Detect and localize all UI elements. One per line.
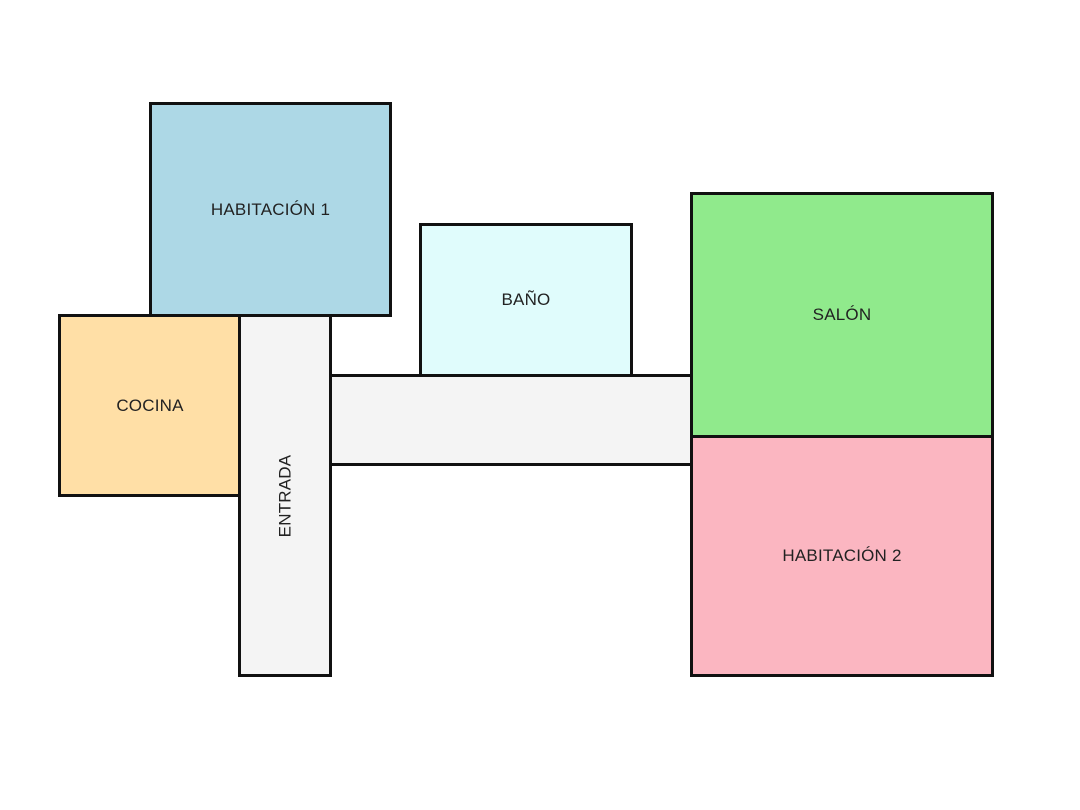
room-habitacion-2: HABITACIÓN 2 xyxy=(690,435,994,677)
room-pasillo xyxy=(329,374,694,466)
room-salon: SALÓN xyxy=(690,192,994,438)
room-label-salon: SALÓN xyxy=(812,305,872,324)
room-bano: BAÑO xyxy=(419,223,633,377)
room-label-habitacion-2: HABITACIÓN 2 xyxy=(782,546,902,565)
room-label-bano: BAÑO xyxy=(501,290,551,309)
room-habitacion-1: HABITACIÓN 1 xyxy=(149,102,392,317)
room-label-entrada: ENTRADA xyxy=(274,454,294,537)
room-label-cocina: COCINA xyxy=(116,395,184,415)
room-label-habitacion-1: HABITACIÓN 1 xyxy=(210,199,331,219)
room-entrada: ENTRADA xyxy=(238,314,332,677)
room-cocina: COCINA xyxy=(58,314,242,497)
